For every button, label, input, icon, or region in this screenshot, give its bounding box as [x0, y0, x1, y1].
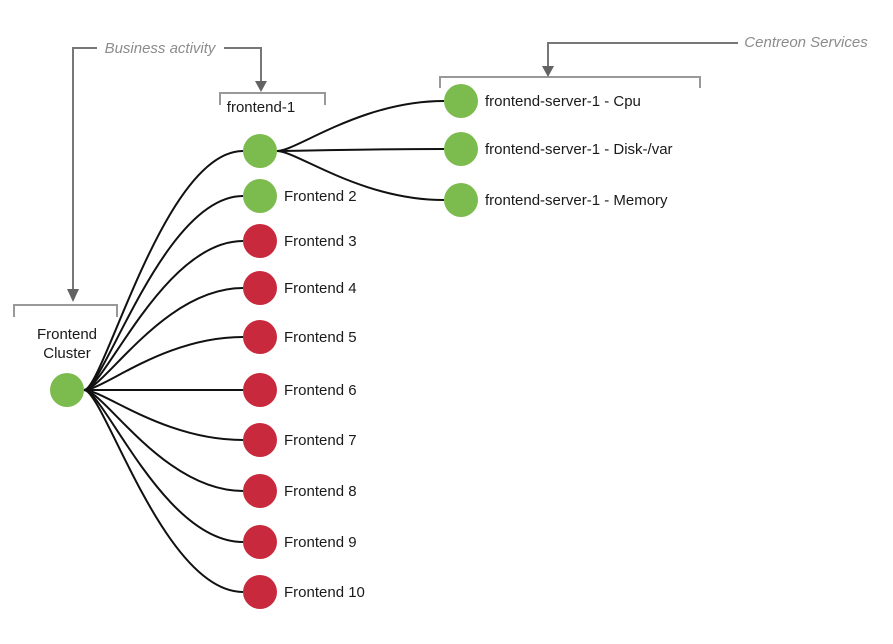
link-frontend-cluster--frontend-5 — [83, 336, 244, 391]
node-label-frontend-3: Frontend 3 — [284, 233, 357, 250]
node-label-frontend-cluster-line-2: Cluster — [43, 345, 91, 362]
business-activity-right-connector — [224, 47, 262, 82]
node-frontend-2[interactable] — [243, 179, 277, 213]
node-frontend-8[interactable] — [243, 474, 277, 508]
node-label-frontend-6: Frontend 6 — [284, 382, 357, 399]
link-frontend-cluster--frontend-3 — [83, 240, 244, 391]
link-frontend-cluster--frontend-8 — [83, 389, 244, 492]
node-frontend-10[interactable] — [243, 575, 277, 609]
bracket-frontend-cluster — [13, 304, 118, 317]
node-label-frontend-server-1-cpu: frontend-server-1 - Cpu — [485, 93, 641, 110]
arrow-down-icon — [542, 66, 554, 77]
link-frontend-1--frontend-server-1-cpu — [276, 100, 445, 152]
node-label-frontend-2: Frontend 2 — [284, 188, 357, 205]
node-label-frontend-cluster-line-1: Frontend — [37, 326, 97, 343]
links-layer — [83, 100, 445, 593]
node-frontend-4[interactable] — [243, 271, 277, 305]
arrow-down-icon — [67, 289, 79, 302]
business-activity-label: Business activity — [105, 40, 217, 57]
node-label-frontend-server-1-disk-var: frontend-server-1 - Disk-/var — [485, 141, 673, 158]
node-frontend-server-1-cpu[interactable] — [444, 84, 478, 118]
node-frontend-6[interactable] — [243, 373, 277, 407]
node-frontend-1[interactable] — [243, 134, 277, 168]
link-frontend-cluster--frontend-10 — [83, 389, 244, 593]
link-frontend-cluster--frontend-4 — [83, 287, 244, 391]
annotation-business-activity: Business activity — [67, 40, 267, 302]
link-frontend-cluster--frontend-9 — [83, 389, 244, 543]
node-label-frontend-10: Frontend 10 — [284, 584, 365, 601]
node-label-frontend-7: Frontend 7 — [284, 432, 357, 449]
centreon-services-label: Centreon Services — [744, 34, 868, 51]
bracket-centreon-services — [439, 76, 701, 88]
annotation-centreon-services: Centreon Services — [542, 34, 868, 77]
node-frontend-cluster[interactable] — [50, 373, 84, 407]
node-frontend-3[interactable] — [243, 224, 277, 258]
node-label-frontend-1: frontend-1 — [227, 99, 295, 116]
link-frontend-1--frontend-server-1-memory — [276, 150, 445, 201]
node-label-frontend-server-1-memory: frontend-server-1 - Memory — [485, 192, 668, 209]
node-frontend-7[interactable] — [243, 423, 277, 457]
link-frontend-cluster--frontend-2 — [83, 195, 244, 391]
node-label-frontend-5: Frontend 5 — [284, 329, 357, 346]
node-label-frontend-4: Frontend 4 — [284, 280, 357, 297]
centreon-services-connector — [547, 42, 738, 67]
node-frontend-5[interactable] — [243, 320, 277, 354]
node-frontend-server-1-disk-var[interactable] — [444, 132, 478, 166]
node-frontend-9[interactable] — [243, 525, 277, 559]
link-frontend-cluster--frontend-7 — [83, 389, 244, 441]
arrow-down-icon — [255, 81, 267, 92]
node-frontend-server-1-memory[interactable] — [444, 183, 478, 217]
link-frontend-cluster--frontend-1 — [83, 150, 244, 391]
business-activity-left-connector — [72, 47, 97, 290]
node-label-frontend-9: Frontend 9 — [284, 534, 357, 551]
bracket-frontend-1 — [219, 92, 326, 105]
link-frontend-1--frontend-server-1-disk-var — [276, 148, 445, 152]
node-label-frontend-8: Frontend 8 — [284, 483, 357, 500]
